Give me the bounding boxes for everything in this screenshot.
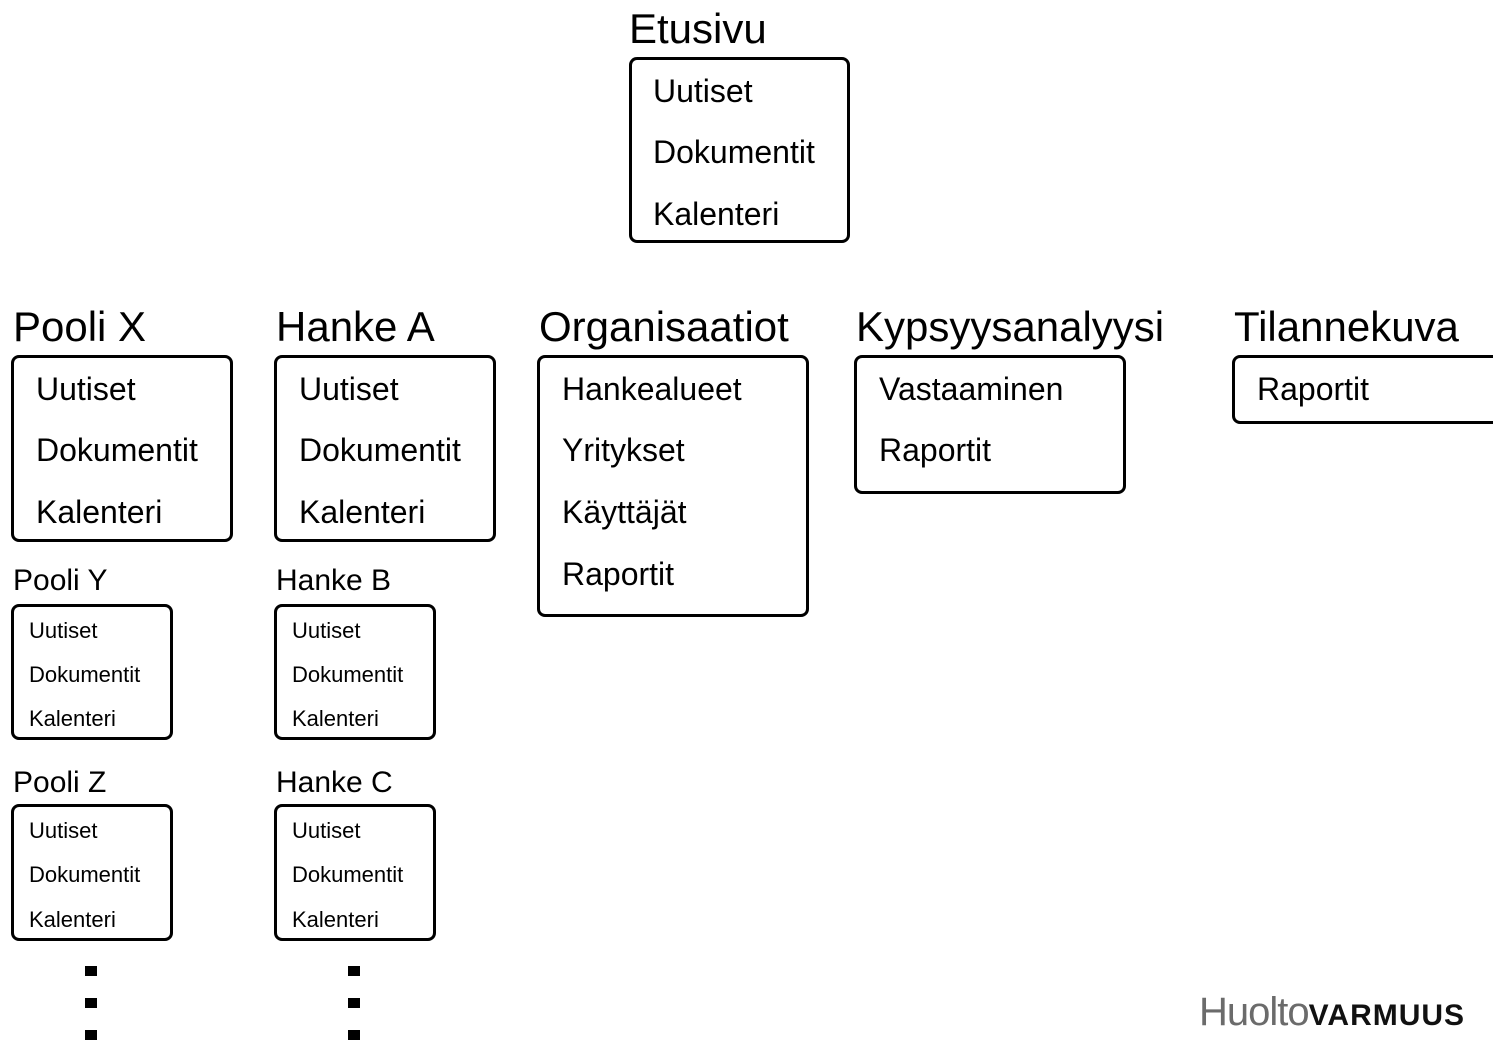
- node-title: Pooli X: [13, 303, 147, 350]
- node-item: Uutiset: [292, 618, 361, 643]
- node-item: Uutiset: [299, 371, 399, 407]
- node-item: Uutiset: [653, 73, 753, 109]
- node-title: Organisaatiot: [539, 303, 789, 350]
- node-item: Kalenteri: [292, 907, 379, 932]
- dot: [85, 966, 97, 976]
- dot: [85, 998, 97, 1008]
- node-item: Dokumentit: [292, 662, 404, 687]
- node-item: Raportit: [1257, 371, 1370, 407]
- continuation-dots-pooli: [85, 966, 99, 1042]
- node-item: Kalenteri: [29, 706, 116, 731]
- node-item: Dokumentit: [299, 432, 461, 468]
- node-box: Uutiset Dokumentit Kalenteri: [11, 804, 173, 941]
- node-box: Uutiset Dokumentit Kalenteri: [274, 355, 496, 542]
- node-item: Uutiset: [292, 818, 361, 843]
- continuation-dots-hanke: [348, 966, 362, 1042]
- node-item: Vastaaminen: [879, 371, 1064, 407]
- node-box: Hankealueet Yritykset Käyttäjät Raportit: [537, 355, 809, 617]
- node-title: Pooli Y: [13, 564, 108, 597]
- huoltovarmuus-logo: HuoltoVARMUUS: [1199, 992, 1465, 1032]
- node-box: Uutiset Dokumentit Kalenteri: [274, 804, 436, 941]
- node-title: Tilannekuva: [1234, 303, 1459, 350]
- node-item: Kalenteri: [299, 494, 426, 530]
- node-title: Hanke B: [276, 564, 392, 597]
- node-box: Vastaaminen Raportit: [854, 355, 1126, 494]
- node-item: Dokumentit: [292, 862, 404, 887]
- node-box: Raportit: [1232, 355, 1493, 424]
- node-item: Yritykset: [562, 432, 685, 468]
- node-item: Kalenteri: [29, 907, 116, 932]
- node-item: Dokumentit: [29, 862, 141, 887]
- node-item: Käyttäjät: [562, 494, 687, 530]
- node-title: Hanke A: [276, 303, 435, 350]
- node-item: Dokumentit: [653, 134, 815, 170]
- node-item: Raportit: [562, 556, 675, 592]
- node-item: Uutiset: [29, 618, 98, 643]
- node-item: Raportit: [879, 432, 992, 468]
- node-item: Uutiset: [36, 371, 136, 407]
- dot: [348, 998, 360, 1008]
- node-box: Uutiset Dokumentit Kalenteri: [629, 57, 850, 243]
- dot: [348, 1030, 360, 1040]
- node-box: Uutiset Dokumentit Kalenteri: [11, 604, 173, 740]
- node-item: Dokumentit: [29, 662, 141, 687]
- node-item: Hankealueet: [562, 371, 742, 407]
- node-title: Kypsyysanalyysi: [856, 303, 1165, 350]
- node-title: Hanke C: [276, 766, 393, 799]
- node-item: Kalenteri: [292, 706, 379, 731]
- node-box: Uutiset Dokumentit Kalenteri: [274, 604, 436, 740]
- node-item: Kalenteri: [653, 196, 780, 232]
- dot: [85, 1030, 97, 1040]
- node-item: Kalenteri: [36, 494, 163, 530]
- node-box: Uutiset Dokumentit Kalenteri: [11, 355, 233, 542]
- logo-text-bold: VARMUUS: [1308, 999, 1466, 1032]
- node-title: Pooli Z: [13, 766, 107, 799]
- node-title: Etusivu: [629, 5, 767, 52]
- node-item: Uutiset: [29, 818, 98, 843]
- node-item: Dokumentit: [36, 432, 198, 468]
- logo-text-light: Huolto: [1199, 990, 1310, 1034]
- dot: [348, 966, 360, 976]
